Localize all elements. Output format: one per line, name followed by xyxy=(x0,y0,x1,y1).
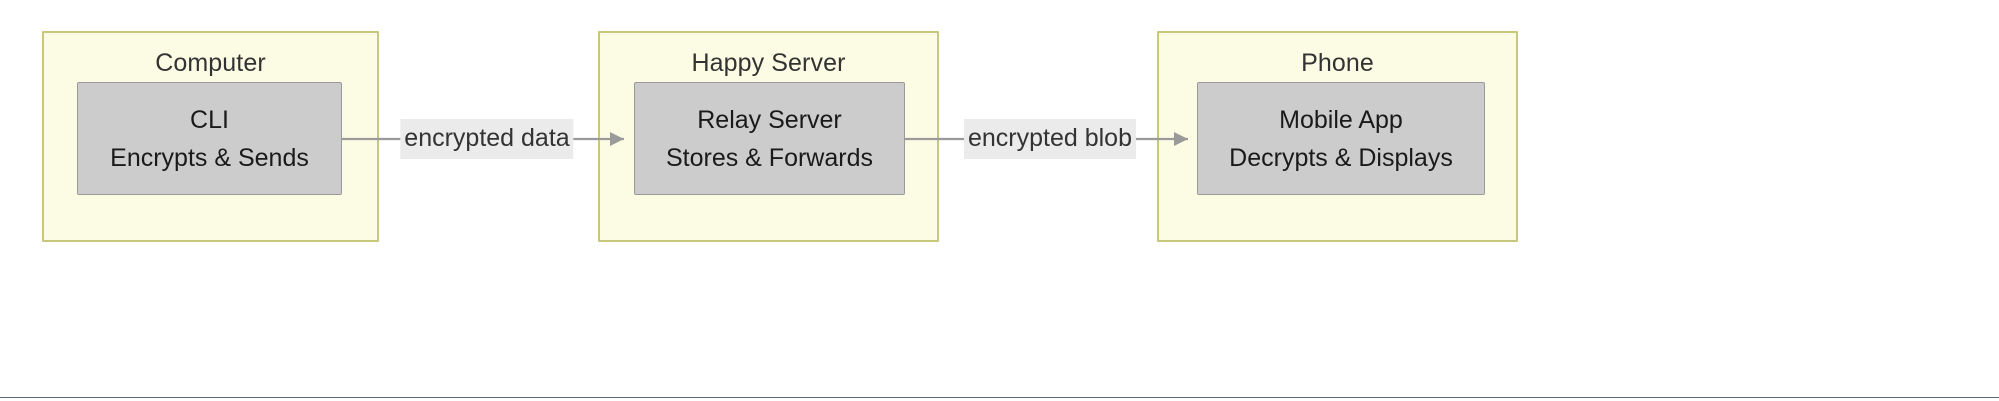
cluster-title-computer: Computer xyxy=(155,49,266,77)
cluster-computer[interactable]: Computer CLI Encrypts & Sends xyxy=(42,31,379,242)
node-relay-server-line-1: Relay Server xyxy=(697,105,842,134)
node-cli-line-2: Encrypts & Sends xyxy=(110,143,309,172)
node-mobile-app-line-1: Mobile App xyxy=(1279,105,1403,134)
node-mobile-app[interactable]: Mobile App Decrypts & Displays xyxy=(1197,82,1485,195)
node-relay-server-line-2: Stores & Forwards xyxy=(665,143,873,172)
node-cli-line-1: CLI xyxy=(190,105,229,134)
node-relay-server[interactable]: Relay Server Stores & Forwards xyxy=(634,82,905,195)
cluster-phone[interactable]: Phone Mobile App Decrypts & Displays xyxy=(1157,31,1518,242)
edge-label-encrypted-data: encrypted data xyxy=(400,119,574,159)
cluster-happy-server[interactable]: Happy Server Relay Server Stores & Forwa… xyxy=(598,31,939,242)
cluster-title-phone: Phone xyxy=(1301,49,1374,77)
cluster-title-happy-server: Happy Server xyxy=(691,49,846,77)
node-mobile-app-line-2: Decrypts & Displays xyxy=(1229,143,1453,172)
footer-divider xyxy=(0,397,1999,398)
edge-label-encrypted-blob: encrypted blob xyxy=(963,119,1137,159)
node-cli[interactable]: CLI Encrypts & Sends xyxy=(77,82,342,195)
